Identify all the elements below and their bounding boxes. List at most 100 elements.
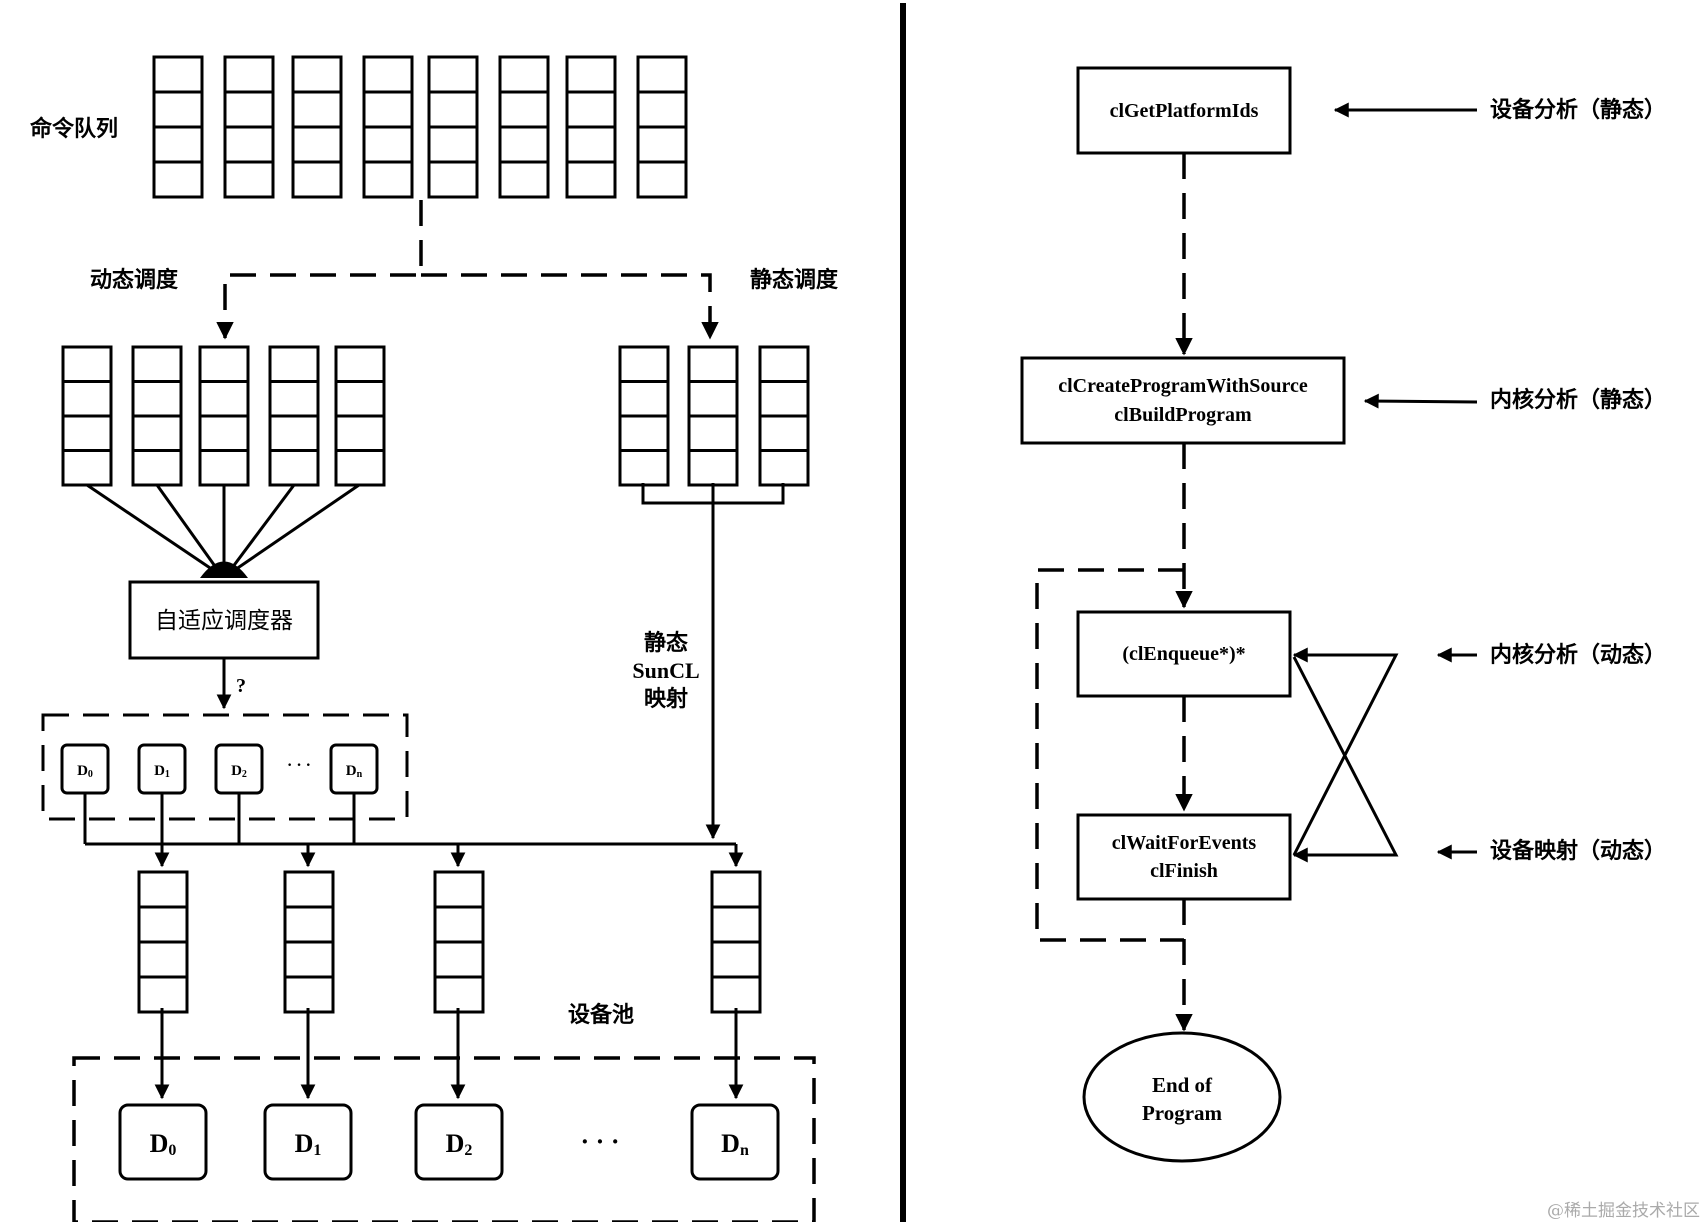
queue-slot <box>565 160 617 199</box>
queue-slot <box>291 125 343 164</box>
annotation-kernel-analysis-static: 内核分析（静态） <box>1490 387 1666 412</box>
command-queue-label: 命令队列 <box>30 116 118 141</box>
pool-device-box <box>414 1103 504 1181</box>
candidate-ellipsis: · · · <box>287 757 311 774</box>
step-get-platform-ids-label: clGetPlatformIds <box>1110 100 1259 122</box>
queue-slot <box>131 414 183 452</box>
queue-slot <box>433 870 485 909</box>
queue-slot <box>198 345 250 383</box>
command-queue-group <box>152 55 688 199</box>
feedback-arrow-up <box>1292 647 1399 856</box>
queue-slot <box>152 125 204 164</box>
device-queue <box>137 870 189 1014</box>
queue-slot <box>427 160 479 199</box>
dynamic-queue-group <box>61 345 386 487</box>
adaptive-scheduler-box <box>128 580 320 660</box>
step-wait-for-events-label: clWaitForEvents <box>1112 832 1257 854</box>
queue-slot <box>565 90 617 129</box>
question-mark: ? <box>236 675 246 697</box>
pool-ellipsis: · · · <box>580 1127 619 1156</box>
queue-slot <box>498 55 550 94</box>
annotation-device-mapping-dynamic: 设备映射（动态） <box>1490 838 1666 863</box>
candidate-device-n: Dn <box>329 743 379 795</box>
queue-slot <box>223 125 275 164</box>
queue-slot <box>758 414 810 452</box>
queue-slot <box>198 414 250 452</box>
dynamic-branch-arrow <box>216 200 423 340</box>
command-queue <box>152 55 204 199</box>
dynamic-queue <box>334 345 386 487</box>
static-queue-group <box>618 345 810 487</box>
queue-slot <box>61 380 113 418</box>
queue-slot <box>687 414 739 452</box>
step-build-program-label: clBuildProgram <box>1114 404 1252 426</box>
step-wait-finish-box <box>1076 813 1292 901</box>
pool-device-2: D2 <box>414 1103 504 1181</box>
queue-slot <box>61 345 113 383</box>
static-queue <box>758 345 810 487</box>
queue-slot <box>710 975 762 1014</box>
queue-slot <box>687 345 739 383</box>
static-mapping-line-3: 映射 <box>644 686 688 711</box>
queue-slot <box>618 414 670 452</box>
queue-slot <box>137 940 189 979</box>
queue-slot <box>223 160 275 199</box>
queue-slot <box>565 55 617 94</box>
queue-slot <box>758 449 810 487</box>
queue-slot <box>131 345 183 383</box>
command-queue <box>291 55 343 199</box>
pool-device-1: D1 <box>263 1103 353 1181</box>
queue-slot <box>137 905 189 944</box>
queue-slot <box>268 414 320 452</box>
dynamic-queue <box>61 345 113 487</box>
queue-slot <box>198 449 250 487</box>
device-pool-label: 设备池 <box>568 1002 634 1027</box>
queue-slot <box>687 380 739 418</box>
candidate-device-group <box>41 713 409 821</box>
fan-line <box>225 483 360 578</box>
queue-slot <box>268 449 320 487</box>
step-enqueue-box <box>1076 610 1292 698</box>
queue-slot <box>636 90 688 129</box>
fan-merge-mark <box>200 561 248 578</box>
queue-slot <box>427 55 479 94</box>
queue-slot <box>565 125 617 164</box>
static-queue <box>687 345 739 487</box>
queue-slot <box>362 90 414 129</box>
queue-slot <box>152 160 204 199</box>
queue-slot <box>334 380 386 418</box>
step-create-program-label: clCreateProgramWithSource <box>1058 375 1308 397</box>
command-queue <box>362 55 414 199</box>
fan-line <box>86 483 223 578</box>
queue-slot <box>636 55 688 94</box>
queue-slot <box>433 975 485 1014</box>
queue-slot <box>268 380 320 418</box>
queue-slot <box>137 975 189 1014</box>
queue-slot <box>498 125 550 164</box>
step-create-build-program-box <box>1020 356 1346 445</box>
static-branch-arrow <box>421 273 719 340</box>
device-pool-group <box>72 1056 816 1222</box>
device-queue <box>710 870 762 1014</box>
feedback-arrow-down <box>1292 656 1399 863</box>
queue-slot <box>283 905 335 944</box>
candidate-device-1: D1 <box>137 743 187 795</box>
annotation-kernel-analysis-dynamic: 内核分析（动态） <box>1490 642 1666 667</box>
adaptive-scheduler-label: 自适应调度器 <box>155 608 293 634</box>
step-get-platform-ids-box <box>1076 66 1292 155</box>
command-queue <box>427 55 479 199</box>
queue-slot <box>131 380 183 418</box>
queue-slot <box>291 90 343 129</box>
queue-slot <box>283 870 335 909</box>
pool-device-box <box>690 1103 780 1181</box>
step-finish-label: clFinish <box>1150 860 1218 882</box>
static-mapping-line-1: 静态 <box>644 630 688 655</box>
queue-slot <box>198 380 250 418</box>
step-enqueue-label: (clEnqueue*)* <box>1122 643 1245 665</box>
pool-device-n: Dn <box>690 1103 780 1181</box>
device-queue <box>283 870 335 1014</box>
candidate-device-2: D2 <box>214 743 264 795</box>
queue-slot <box>334 449 386 487</box>
annotation-device-analysis-static: 设备分析（静态） <box>1490 97 1666 122</box>
